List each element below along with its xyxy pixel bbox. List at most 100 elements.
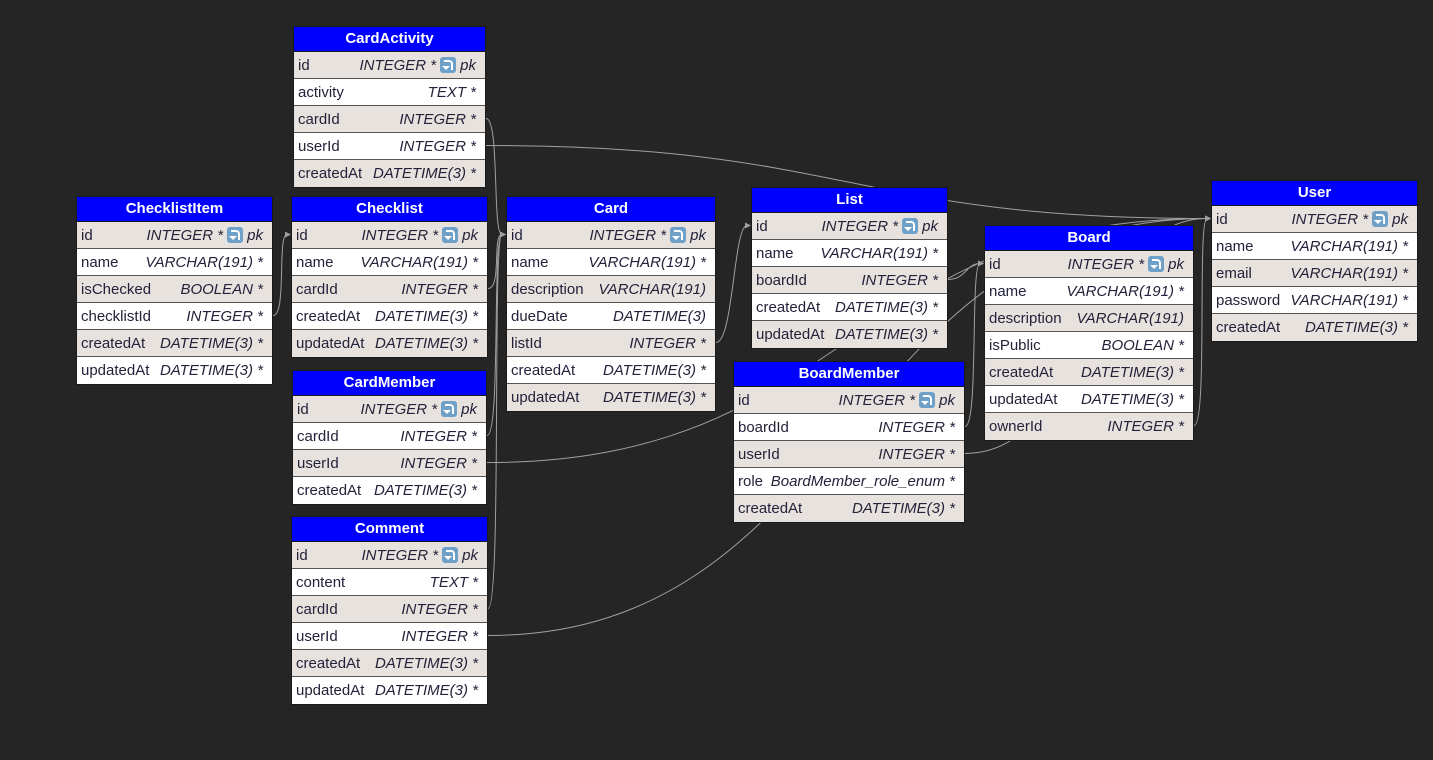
table-header[interactable]: CardActivity <box>294 27 485 52</box>
column-type-group: VARCHAR(191) * <box>588 249 706 275</box>
table-header[interactable]: BoardMember <box>734 362 964 387</box>
column-type-group: VARCHAR(191) * <box>1290 287 1408 313</box>
column-type: INTEGER * <box>400 427 477 445</box>
column-name: userId <box>296 628 338 645</box>
table-header[interactable]: Card <box>507 197 715 222</box>
column-type-group: INTEGER *pk <box>360 396 477 422</box>
column-row[interactable]: userId INTEGER * <box>292 623 487 650</box>
table-title: Board <box>1067 229 1111 246</box>
column-type-group: BOOLEAN * <box>180 276 263 302</box>
column-name: activity <box>298 84 344 101</box>
column-type: INTEGER * <box>146 226 224 244</box>
table-header[interactable]: Checklist <box>292 197 487 222</box>
column-type: DATETIME(3) * <box>374 335 478 352</box>
table-title: List <box>836 191 863 208</box>
column-name: updatedAt <box>296 682 365 699</box>
column-type: VARCHAR(191) <box>1076 309 1184 327</box>
column-type-group: VARCHAR(191) * <box>1290 260 1408 286</box>
relation-edge-3 <box>487 234 503 289</box>
key-icon <box>440 57 457 73</box>
relation-arrow-12 <box>1205 215 1211 222</box>
column-type-group: DATETIME(3) * <box>375 677 478 704</box>
table-header[interactable]: Board <box>985 226 1193 251</box>
column-name: createdAt <box>1216 319 1281 336</box>
relation-arrow-8 <box>745 222 751 229</box>
column-type-group: BoardMember_role_enum * <box>771 468 955 494</box>
column-name: name <box>756 245 794 262</box>
table-header[interactable]: Comment <box>292 517 487 542</box>
column-row[interactable]: updatedAt DATETIME(3) * <box>292 677 487 704</box>
column-name: id <box>511 227 523 244</box>
table-header[interactable]: List <box>752 188 947 213</box>
column-type: VARCHAR(191) * <box>1290 291 1408 309</box>
table-header[interactable]: User <box>1212 181 1417 206</box>
table-header[interactable]: CardMember <box>293 371 486 396</box>
column-type-group: INTEGER * <box>401 623 478 649</box>
table-header[interactable]: ChecklistItem <box>77 197 272 222</box>
